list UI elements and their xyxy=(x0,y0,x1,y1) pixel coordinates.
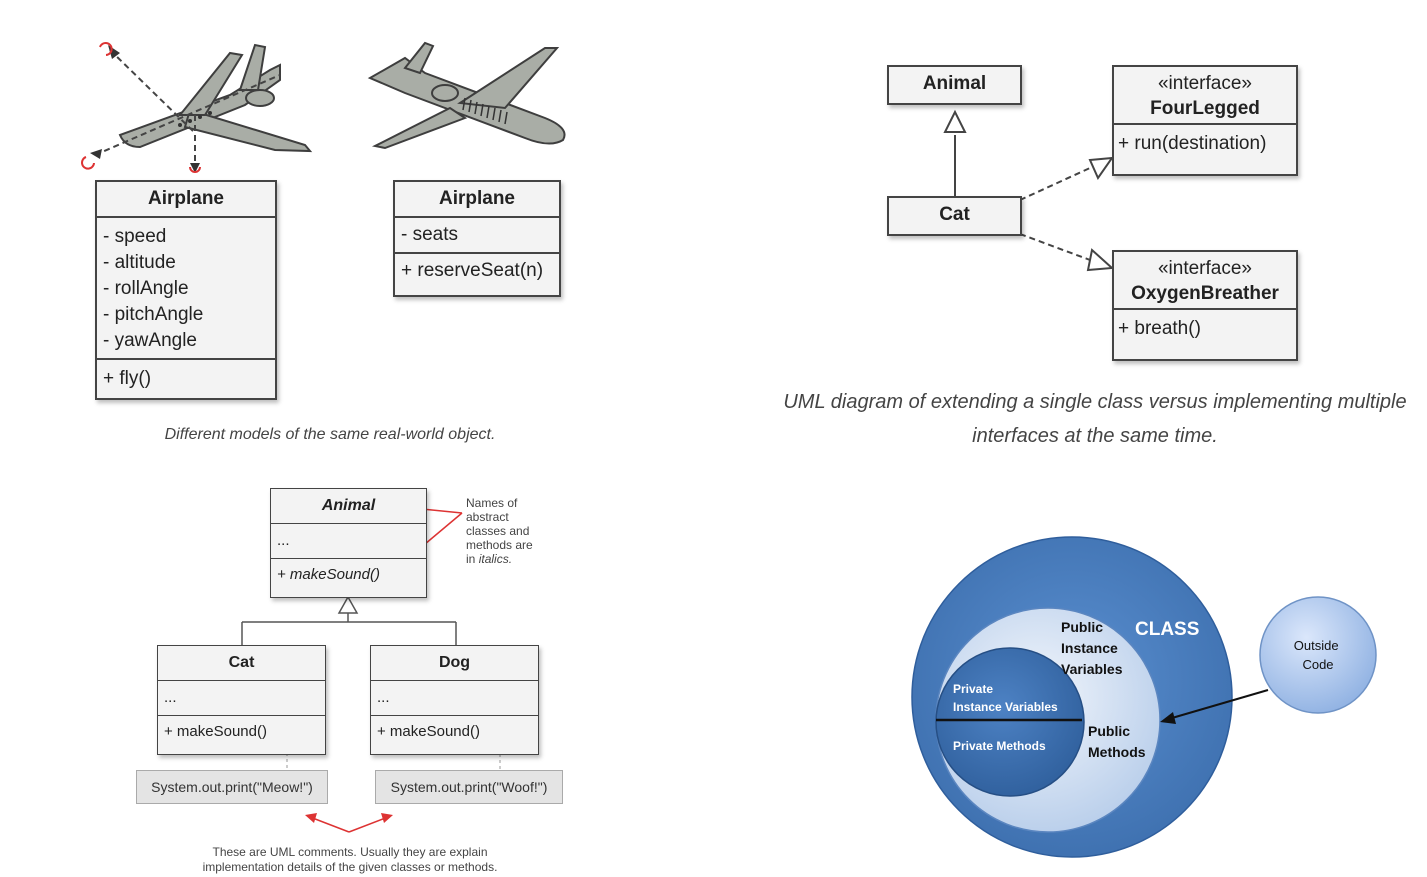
class-name: Cat xyxy=(228,654,255,671)
italics-annotation: Names of abstract classes and methods ar… xyxy=(466,496,533,566)
dog-subclass-box: Dog ... + makeSound() xyxy=(370,645,539,755)
class-name: Dog xyxy=(438,654,471,671)
panel2-caption: UML diagram of extending a single class … xyxy=(770,385,1420,453)
interface-method: + run(destination) xyxy=(1114,123,1296,159)
interface-name: FourLegged xyxy=(1150,98,1260,119)
class-name: Animal xyxy=(922,73,987,94)
class-label: CLASS xyxy=(1135,619,1199,640)
class-name: Airplane xyxy=(438,188,516,209)
class-method: + makeSound() xyxy=(371,715,538,748)
caption-line: UML diagram of extending a single class … xyxy=(783,391,1407,413)
cat-subclass-box: Cat ... + makeSound() xyxy=(157,645,326,755)
private-members-circle xyxy=(935,647,1085,797)
method: + fly() xyxy=(103,368,152,389)
fourlegged-interface-box: «interface» FourLegged + run(destination… xyxy=(1112,65,1298,176)
caption-line: interfaces at the same time. xyxy=(972,425,1218,447)
uml-comment-meow: System.out.print("Meow!") xyxy=(136,770,328,804)
interface-stereotype: «interface» xyxy=(1157,73,1252,94)
interface-method: + breath() xyxy=(1114,308,1296,344)
class-fields: ... xyxy=(271,523,426,558)
class-fields: ... xyxy=(371,680,538,715)
uml-comment-woof: System.out.print("Woof!") xyxy=(375,770,563,804)
interface-name: OxygenBreather xyxy=(1131,283,1279,304)
class-fields: - seats xyxy=(395,216,559,252)
animal-class-box: Animal xyxy=(887,65,1022,105)
public-vars-label: Public Instance Variables xyxy=(1061,619,1123,677)
panel2-connectors xyxy=(943,109,1115,272)
airplane-left-illustration xyxy=(81,42,313,173)
airplane-class-box-simple: Airplane - seats + reserveSeat(n) xyxy=(393,180,561,297)
class-fields: ... xyxy=(158,680,325,715)
private-methods-label: Private Methods xyxy=(953,739,1046,753)
class-name: Airplane xyxy=(147,188,225,209)
class-methods: + reserveSeat(n) xyxy=(395,252,559,286)
class-methods: + fly() xyxy=(97,358,275,394)
uml-comment-explanation: These are UML comments. Usually they are… xyxy=(202,845,498,874)
abstract-method: + makeSound() xyxy=(271,558,426,591)
outside-code-circle xyxy=(1259,596,1377,714)
airplane-right-illustration xyxy=(367,41,566,150)
field: - rollAngle xyxy=(103,278,189,299)
field: - seats xyxy=(401,224,459,245)
class-method: + makeSound() xyxy=(158,715,325,748)
airplane-class-box-detailed: Airplane - speed - altitude - rollAngle … xyxy=(95,180,277,400)
abstract-animal-class-box: Animal ... + makeSound() xyxy=(270,488,427,598)
class-name: Cat xyxy=(939,204,970,225)
field: - yawAngle xyxy=(103,330,197,351)
field: - speed xyxy=(103,226,167,247)
field: - altitude xyxy=(103,252,176,273)
encapsulation-diagram: CLASS Public Instance Variables Public M… xyxy=(911,536,1377,858)
oxygenbreather-interface-box: «interface» OxygenBreather + breath() xyxy=(1112,250,1298,361)
method: + reserveSeat(n) xyxy=(401,260,544,281)
public-methods-label: Public Methods xyxy=(1088,723,1146,760)
outside-code-label: Outside Code xyxy=(1294,638,1342,672)
cat-class-box: Cat xyxy=(887,196,1022,236)
class-fields: - speed - altitude - rollAngle - pitchAn… xyxy=(97,216,275,358)
field: - pitchAngle xyxy=(103,304,204,325)
private-vars-label: Private Instance Variables xyxy=(953,682,1058,714)
interface-stereotype: «interface» xyxy=(1157,258,1252,279)
class-name: Animal xyxy=(321,497,376,514)
panel1-caption: Different models of the same real-world … xyxy=(164,426,496,443)
